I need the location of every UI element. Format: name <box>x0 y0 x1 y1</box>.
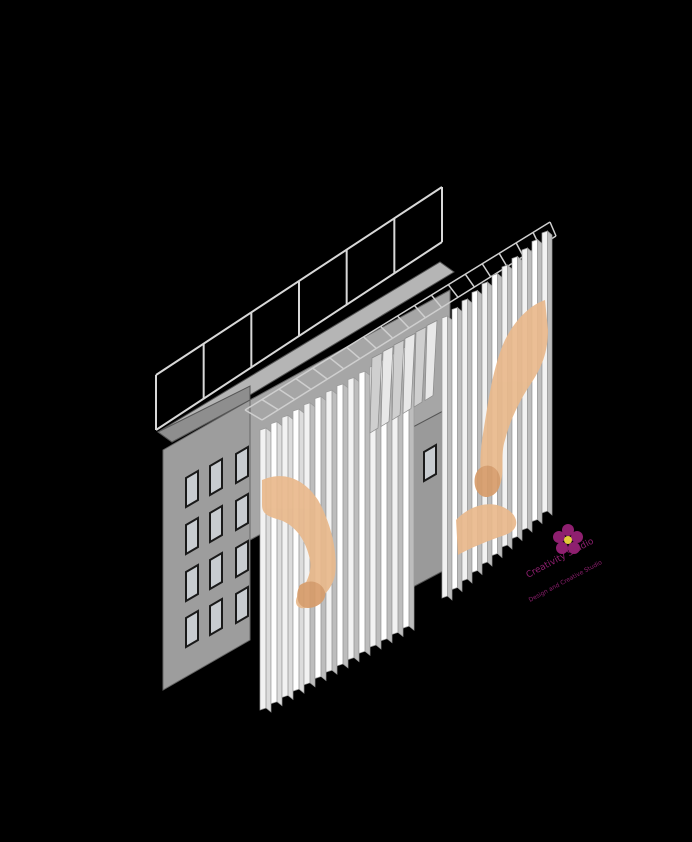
facade-fin-folded <box>424 319 438 402</box>
facade-fin <box>451 307 458 590</box>
window-icon <box>209 597 223 637</box>
window-icon <box>185 609 199 649</box>
frame-joist <box>430 294 443 309</box>
facade-fin-shadow <box>537 238 543 525</box>
frame-joist <box>244 409 263 421</box>
frame-joist <box>549 221 557 237</box>
building-left-wall <box>162 399 251 691</box>
frame-joist <box>261 398 279 411</box>
right-hand <box>480 300 548 492</box>
frame-joist <box>481 263 492 278</box>
right-forearm-lower <box>456 504 517 555</box>
facade-fin-folded <box>391 339 405 421</box>
facade-fin <box>347 377 355 661</box>
frame-joist <box>312 367 328 380</box>
left-hand-fingers <box>297 581 326 608</box>
facade-fin-shadow <box>276 420 283 707</box>
frame-joist <box>380 325 394 339</box>
facade-fin <box>270 421 278 705</box>
frame-joist <box>447 284 459 298</box>
frame-joist <box>278 388 296 401</box>
facade-fin <box>259 427 267 711</box>
facade-fin <box>441 315 448 599</box>
frame-joist <box>295 378 312 390</box>
window-icon <box>423 443 437 483</box>
facade-fin-shadow <box>547 230 553 516</box>
facade-fin-shadow <box>298 408 305 694</box>
facade-fin-shadow <box>527 247 533 533</box>
roof-railing <box>155 186 443 431</box>
window-icon <box>185 516 199 556</box>
window-icon <box>209 551 223 591</box>
facade-fin-shadow <box>447 315 453 601</box>
window-icon <box>185 469 199 509</box>
right-hand-fingers <box>474 465 501 498</box>
facade-fin <box>281 414 289 698</box>
facade-fin <box>541 230 548 514</box>
windows-left <box>185 445 249 649</box>
frame-joist <box>396 315 410 329</box>
window-icon <box>235 585 249 625</box>
facade-fin-folded <box>413 326 427 408</box>
frame-joist <box>363 336 377 349</box>
facade-fin-shadow <box>287 414 294 701</box>
facade-fin <box>292 408 300 692</box>
frame-joist <box>346 346 361 360</box>
left-hand <box>262 476 336 609</box>
facade-fin-shadow <box>265 427 272 713</box>
facade-fin-folded <box>369 352 383 434</box>
facade-fin <box>358 370 366 654</box>
window-icon <box>235 539 249 579</box>
frame-joist <box>464 273 475 288</box>
window-icon <box>185 563 199 603</box>
frame-joist <box>413 305 426 319</box>
window-icon <box>235 492 249 532</box>
overhead-frame <box>244 221 557 421</box>
facade-fin-shadow <box>353 376 360 663</box>
facade-fin-folded <box>402 332 416 415</box>
roof-ledge <box>157 385 251 443</box>
facade-fin-shadow <box>342 383 349 669</box>
hands-motif <box>262 300 548 609</box>
window-icon <box>209 504 223 544</box>
window-icon <box>209 457 223 497</box>
facade-fin-shadow <box>364 370 371 657</box>
window-icon <box>235 445 249 485</box>
facade-fin-folded <box>380 345 394 428</box>
facade-fin <box>336 383 344 667</box>
frame-joist <box>498 252 508 268</box>
flower-icon <box>553 524 583 554</box>
frame-joist <box>329 357 345 370</box>
facade-fin-shadow <box>331 389 338 675</box>
